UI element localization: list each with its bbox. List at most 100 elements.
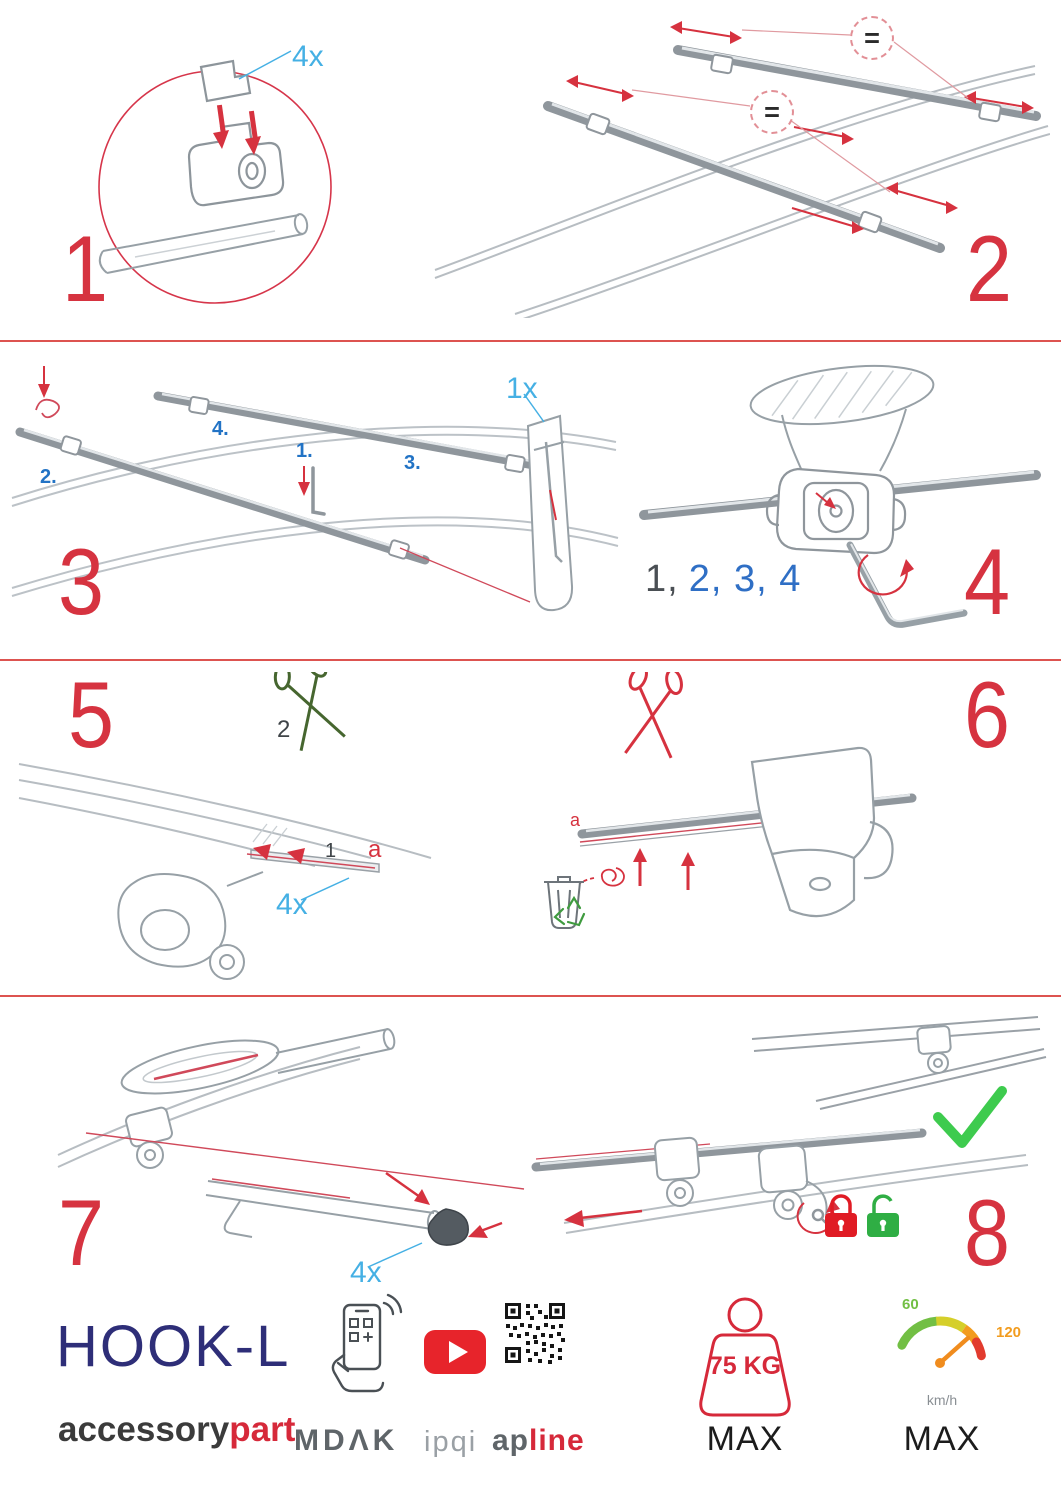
red-leader-line — [85, 1132, 525, 1190]
section-divider-2 — [0, 659, 1061, 661]
step5-illustration — [18, 672, 432, 980]
speed-unit-label: km/h — [926, 1392, 958, 1408]
strip-in-slot — [153, 1053, 259, 1081]
step5-qty-label: 4x — [276, 888, 308, 921]
step2-number: 2 — [966, 216, 1012, 321]
trash-bin-icon — [544, 876, 584, 929]
speed-low-label: 60 — [902, 1296, 919, 1313]
step8-illustration — [531, 1016, 1047, 1237]
step2-illustration — [434, 21, 1050, 318]
logo-mdak: MDΛK — [294, 1424, 399, 1457]
qty-leader-line — [367, 1242, 423, 1268]
step3-illustration — [11, 366, 619, 612]
step3-sub3: 3. — [404, 452, 421, 474]
checkmark-icon — [933, 1086, 1007, 1148]
allen-key-annotation — [298, 466, 326, 516]
section-divider-3 — [0, 995, 1061, 997]
step6-number: 6 — [964, 662, 1010, 767]
crossbar-rear — [673, 45, 1041, 123]
step6-illustration — [544, 672, 917, 929]
step3-qty-label: 1x — [506, 372, 538, 405]
crossbars — [15, 391, 555, 565]
equal-sign: = — [864, 22, 880, 53]
hole-arrow — [815, 492, 836, 509]
phone-scan-icon — [331, 1293, 403, 1393]
speedometer-icon — [897, 1316, 986, 1368]
rail-section — [749, 364, 935, 426]
roof-rails — [57, 1046, 361, 1168]
crossbar-front — [543, 101, 945, 253]
equal-badge-top: = — [850, 16, 894, 60]
mini-bar — [751, 1016, 1047, 1110]
clamp-neck — [781, 408, 907, 472]
bar-tube — [275, 1028, 396, 1074]
mount-feet — [59, 396, 526, 560]
hatching — [252, 823, 288, 847]
rail-clamp — [125, 1106, 173, 1169]
clamp-closeup — [765, 467, 907, 555]
step4-illustration — [639, 364, 1041, 628]
equal-badge-mid: = — [750, 90, 794, 134]
slide-arrow — [564, 1209, 643, 1227]
push-up-arrows — [633, 848, 695, 890]
bar-end-bottom — [205, 1180, 442, 1238]
padlock-locked-icon — [825, 1194, 857, 1237]
allen-key — [544, 441, 563, 563]
recycle-icon — [553, 895, 586, 927]
allen-key — [846, 541, 968, 628]
foot-assembly — [117, 871, 264, 980]
scissors-icon — [273, 672, 346, 752]
gauge-needle — [937, 1335, 971, 1366]
sequence-done: 1, — [645, 558, 679, 600]
step3-sub4: 4. — [212, 418, 229, 440]
brand-part: part — [229, 1410, 296, 1449]
crossbar — [531, 1128, 927, 1172]
insert-arrows — [213, 104, 261, 155]
equal-sign: = — [764, 96, 780, 127]
qr-code-icon — [505, 1303, 565, 1364]
sequence-rest: 2, 3, 4 — [688, 558, 802, 600]
weight-max-label: MAX — [706, 1420, 784, 1458]
step1-number: 1 — [62, 216, 108, 321]
youtube-icon — [424, 1330, 486, 1374]
strip-edge-line — [579, 820, 781, 843]
speed-high-label: 120 — [996, 1324, 1022, 1341]
tool-leader-line — [399, 547, 531, 603]
equal-leader-lines — [631, 29, 969, 193]
step6-edge-label: a — [570, 810, 581, 830]
qty-leader-line — [523, 393, 545, 423]
product-name: HOOK-L — [56, 1314, 291, 1379]
brand-wordmark: accessorypart — [58, 1412, 295, 1447]
pull-arrows — [253, 844, 305, 864]
clamps — [653, 1136, 828, 1220]
step3-sub1: 1. — [296, 440, 313, 462]
section-divider-1 — [0, 340, 1061, 342]
step5-edge-label: a — [368, 836, 382, 863]
step7-number: 7 — [58, 1180, 104, 1285]
weight-icon — [699, 1297, 791, 1417]
template-tube — [526, 414, 574, 612]
cut-strip-curl — [573, 867, 625, 889]
step8-number: 8 — [964, 1180, 1010, 1285]
cap-insert-arrows — [385, 1172, 503, 1238]
logo-apline: apline — [492, 1424, 585, 1458]
speed-max-label: MAX — [903, 1420, 981, 1458]
bracket-part — [199, 59, 252, 103]
step4-number: 4 — [964, 529, 1010, 634]
scissors-icon — [624, 672, 683, 759]
logo-line: line — [529, 1424, 585, 1457]
step5-cut-label: 2 — [277, 716, 291, 743]
adjust-arrows — [573, 27, 1027, 228]
hook-bracket — [750, 746, 894, 918]
crossbar-tube — [98, 213, 309, 274]
arrow-heads — [566, 21, 1034, 234]
rotation-arrow — [857, 554, 914, 596]
step1-qty-label: 4x — [292, 40, 324, 73]
logo-ipqi: ipqi — [424, 1426, 478, 1458]
weight-value: 75 KG — [708, 1352, 782, 1380]
step3-sub2: 2. — [40, 466, 57, 488]
strip-edge-line — [246, 853, 376, 869]
step4-sequence: 1,2, 3, 4 — [645, 558, 801, 601]
step1-illustration — [98, 50, 332, 304]
